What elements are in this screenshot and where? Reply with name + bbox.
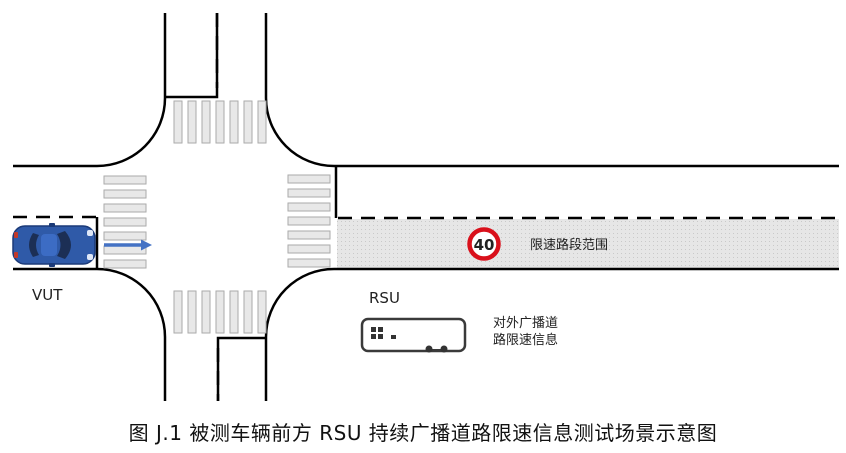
speed-zone-label: 限速路段范围 [530,237,608,253]
crosswalk-south [173,290,267,334]
vehicle-label: VUT [32,286,63,304]
speed-limit-zone [337,219,839,269]
road-edges [13,13,839,401]
crosswalk-north [173,100,267,144]
stop-line-south [216,336,266,401]
speed-limit-value: 40 [474,236,495,254]
stop-line-north [165,13,219,99]
corner-bottom-left [13,267,167,401]
crosswalk-east [287,174,331,268]
broadcast-text-line1: 对外广播道 [493,316,558,331]
corner-bottom-right [264,267,839,401]
intersection-diagram: VUT 40 限速路段范围 RSU 对外广播道 路限速信息 [12,13,839,401]
direction-arrow-icon [104,239,152,251]
corner-top-left [13,13,167,168]
speed-limit-sign-icon: 40 [467,227,501,261]
crosswalk-west [103,175,147,269]
rsu-label: RSU [369,289,400,307]
center-lines [13,13,839,401]
figure-caption: 图 J.1 被测车辆前方 RSU 持续广播道路限速信息测试场景示意图 [128,421,718,445]
car-icon [12,223,96,267]
broadcast-text-line2: 路限速信息 [493,332,558,348]
rsu-device-icon [360,317,467,353]
corner-top-right [264,13,839,168]
